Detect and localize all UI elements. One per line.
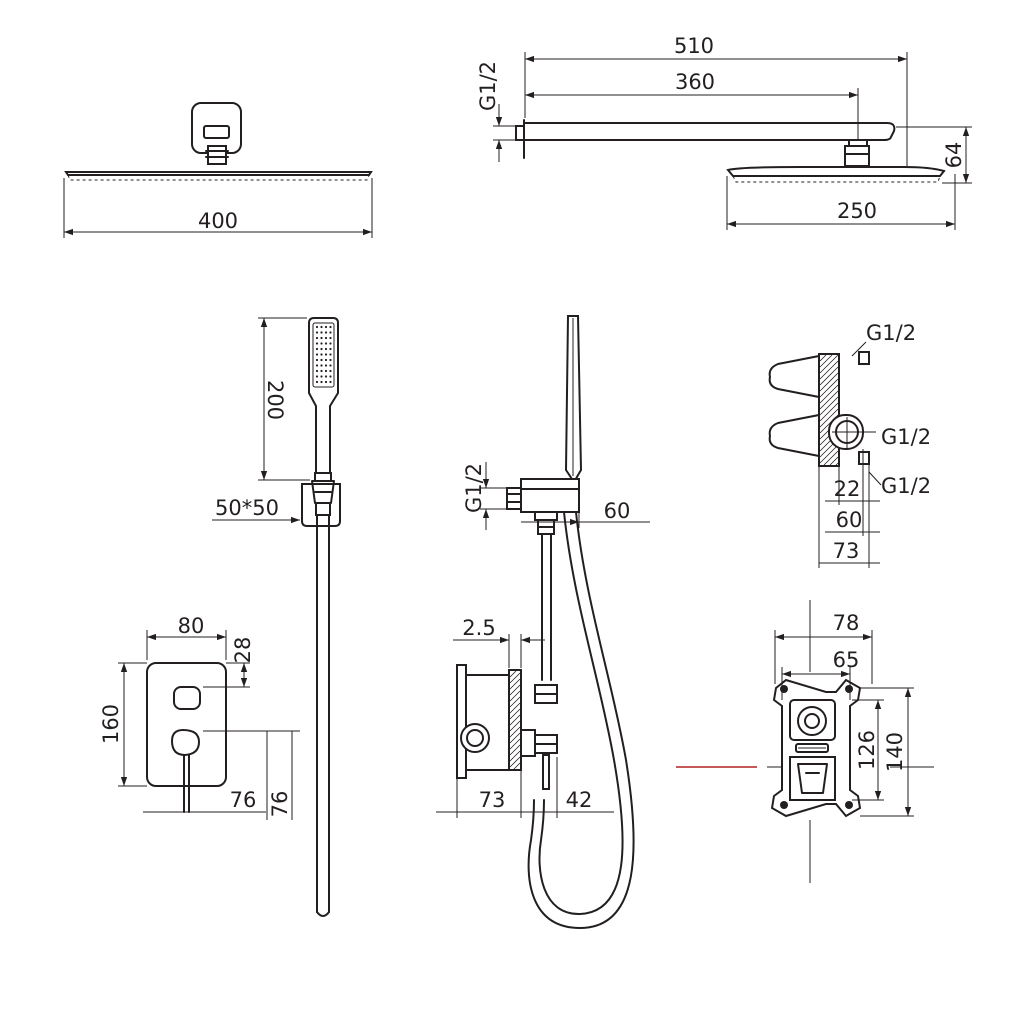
- box-depth-label: 73: [479, 788, 506, 812]
- hand-length-label: 200: [263, 380, 287, 420]
- plate-height-label: 160: [99, 704, 123, 744]
- hand-shower-side-view: G1/2 60: [462, 315, 650, 929]
- arm-length-label: 510: [674, 34, 714, 58]
- holder-depth-label: 60: [604, 499, 631, 523]
- mixer-plate-front-view: 80 28 160 76 76: [99, 614, 300, 820]
- head-width-label: 400: [198, 209, 238, 233]
- valve-side-view: G1/2 G1/2 G1/2 22 60 73: [768, 321, 931, 568]
- handle-offset-x-label: 76: [230, 788, 257, 812]
- plate-width-label: 80: [178, 614, 205, 638]
- side-thread-mid-label: G1/2: [881, 425, 931, 449]
- side-22-label: 22: [834, 477, 861, 501]
- arm-thread-label: G1/2: [476, 61, 500, 111]
- front-78-label: 78: [833, 611, 860, 635]
- nozzle-grid: [315, 325, 332, 384]
- hand-section-label: 50*50: [215, 496, 279, 520]
- front-140-label: 140: [883, 732, 907, 772]
- arm-reach-label: 360: [675, 70, 715, 94]
- side-thread-bottom-label: G1/2: [881, 474, 931, 498]
- valve-front-view: 78 65 126 140: [676, 600, 934, 883]
- plate-top-offset-label: 28: [231, 637, 255, 664]
- mixer-body-side-view: 2.5 73 42: [436, 616, 614, 818]
- side-60-label: 60: [836, 508, 863, 532]
- front-65-label: 65: [833, 648, 860, 672]
- holder-thread-label: G1/2: [462, 463, 486, 513]
- handle-offset-y-label: 76: [268, 791, 292, 818]
- section-hatch: [509, 670, 521, 770]
- box-front-label: 42: [566, 788, 593, 812]
- overhead-shower-front-view: 400: [63, 102, 373, 238]
- side-thread-top-label: G1/2: [866, 321, 916, 345]
- arm-height-label: 64: [942, 142, 966, 169]
- overhead-shower-side-view: 510 360 G1/2 64 250: [476, 34, 972, 230]
- head-depth-label: 250: [837, 199, 877, 223]
- side-73-label: 73: [833, 539, 860, 563]
- front-126-label: 126: [855, 730, 879, 770]
- hand-shower-front-view: 200 50*50: [212, 317, 341, 917]
- box-wall-label: 2.5: [462, 616, 495, 640]
